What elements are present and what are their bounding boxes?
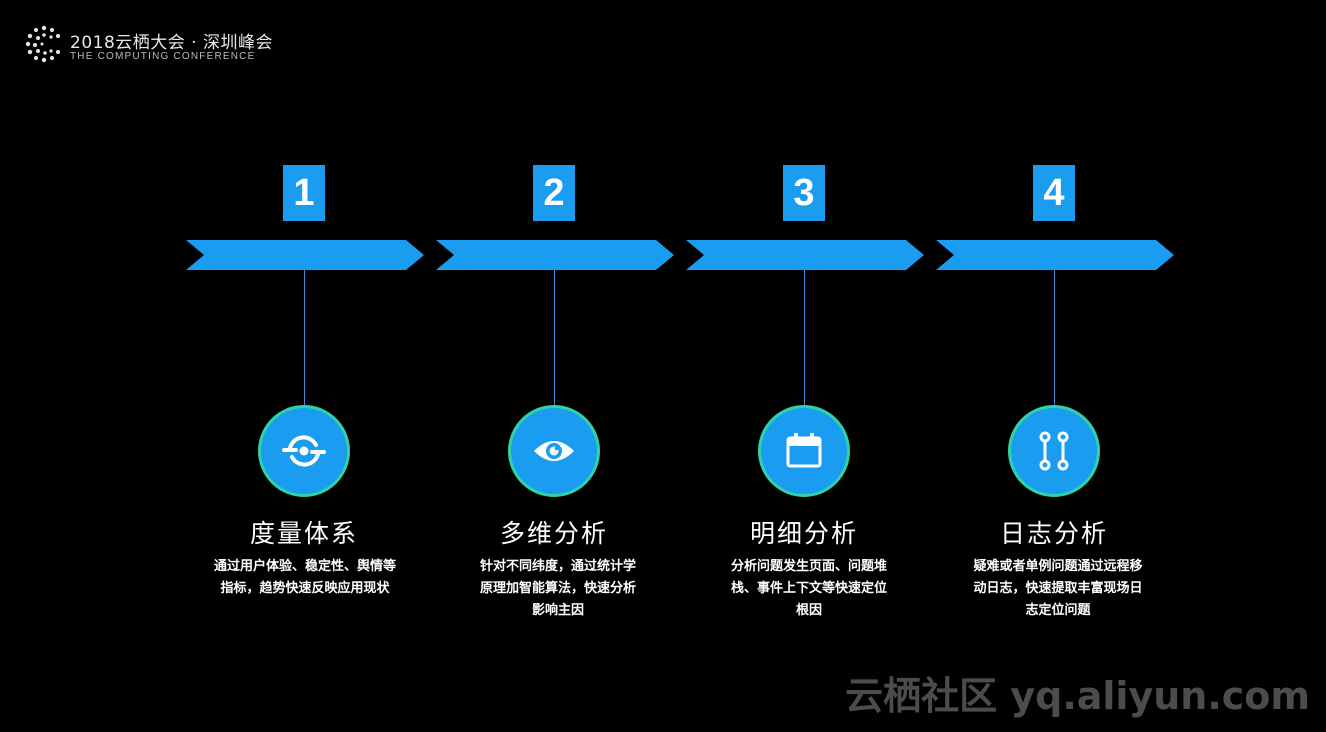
connector-line-4	[1054, 270, 1055, 406]
timeline-arrows	[186, 240, 1174, 270]
eye-icon	[534, 441, 574, 461]
conference-subtitle: THE COMPUTING CONFERENCE	[70, 51, 256, 62]
step-desc-2: 针对不同纬度，通过统计学原理加智能算法，快速分析影响主因	[479, 559, 636, 618]
timeline-arrow-2	[436, 240, 674, 270]
step-title-2: 多维分析	[499, 519, 608, 548]
measure-cycle-icon	[282, 435, 326, 467]
conference-title: 2018云栖大会 · 深圳峰会	[70, 33, 273, 53]
step-icon-circle-2	[508, 405, 600, 497]
step-number-4: 4	[1033, 165, 1075, 221]
step-icon-circle-3	[758, 405, 850, 497]
timeline-arrow-1	[186, 240, 424, 270]
step-icon-circle-1	[258, 405, 350, 497]
step-number-1: 1	[283, 165, 325, 221]
timeline-arrow-3	[686, 240, 924, 270]
connector-line-2	[554, 270, 555, 406]
timeline-arrow-4	[936, 240, 1174, 270]
step-desc-4: 疑难或者单例问题通过远程移动日志，快速提取丰富现场日志定位问题	[973, 559, 1143, 618]
step-title-1: 度量体系	[249, 519, 358, 548]
connector-line-1	[304, 270, 305, 406]
route-nodes-icon	[1039, 431, 1069, 471]
site-watermark: 云栖社区 yq.aliyun.com	[845, 674, 1310, 718]
step-title-3: 明细分析	[749, 519, 858, 548]
step-icon-circle-4	[1008, 405, 1100, 497]
conference-logo-icon	[25, 25, 60, 63]
calendar-icon	[786, 433, 822, 468]
step-number-3: 3	[783, 165, 825, 221]
step-number-2: 2	[533, 165, 575, 221]
step-desc-1: 通过用户体验、稳定性、舆情等指标，趋势快速反映应用现状	[214, 559, 397, 596]
connector-line-3	[804, 270, 805, 406]
step-desc-3: 分析问题发生页面、问题堆栈、事件上下文等快速定位根因	[730, 559, 887, 618]
step-title-4: 日志分析	[999, 519, 1108, 548]
